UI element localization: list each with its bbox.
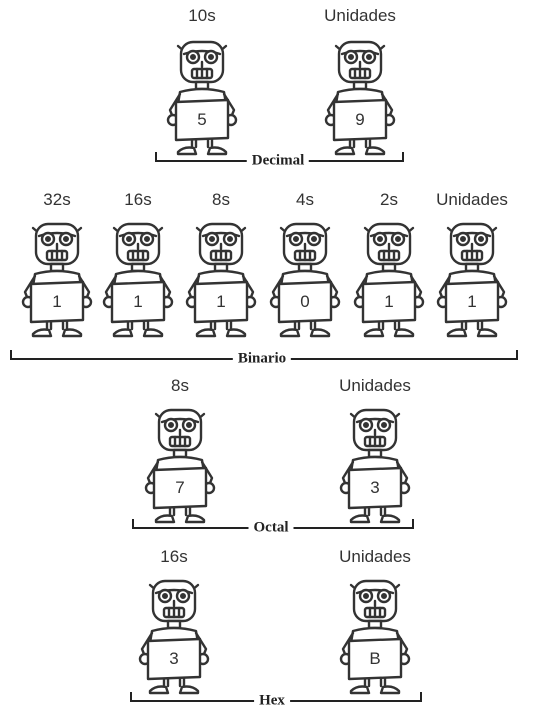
robot-figure [126, 573, 222, 701]
number-base-name: Hex [254, 692, 290, 710]
digit-sign: B [369, 649, 381, 668]
place-value-label: 32s [43, 190, 71, 209]
number-base-name: Binario [232, 350, 292, 368]
place-value-label: Unidades [339, 376, 411, 395]
robot-figure [327, 402, 423, 530]
number-base-name: Octal [248, 519, 294, 537]
digit-sign: 0 [300, 292, 310, 311]
robot-figure [257, 216, 353, 344]
digit-sign: 1 [52, 292, 62, 311]
robot-figure [173, 216, 269, 344]
digit-sign: 1 [467, 292, 477, 311]
digit-sign: 7 [175, 478, 185, 497]
robot-figure [424, 216, 520, 344]
place-value-label: 4s [296, 190, 314, 209]
digit-sign: 5 [197, 110, 207, 129]
robot-figure [132, 402, 228, 530]
digit-sign: 9 [355, 110, 365, 129]
digit-sign: 3 [169, 649, 179, 668]
digit-sign: 1 [216, 292, 226, 311]
place-value-label: 8s [212, 190, 230, 209]
number-base-name: Decimal [246, 152, 310, 170]
place-value-label: 8s [171, 376, 189, 395]
place-value-label: Unidades [436, 190, 508, 209]
place-value-label: Unidades [339, 547, 411, 566]
robot-figure [341, 216, 437, 344]
place-value-label: 16s [160, 547, 188, 566]
robot-figure [154, 34, 250, 162]
place-value-label: 10s [188, 6, 216, 25]
robot-figure [327, 573, 423, 701]
place-value-label: 2s [380, 190, 398, 209]
place-value-label: 16s [124, 190, 152, 209]
robot-figure [9, 216, 105, 344]
digit-sign: 1 [384, 292, 394, 311]
digit-sign: 3 [370, 478, 380, 497]
place-value-label: Unidades [324, 6, 396, 25]
robot-figure [312, 34, 408, 162]
digit-sign: 1 [133, 292, 143, 311]
robot-figure [90, 216, 186, 344]
